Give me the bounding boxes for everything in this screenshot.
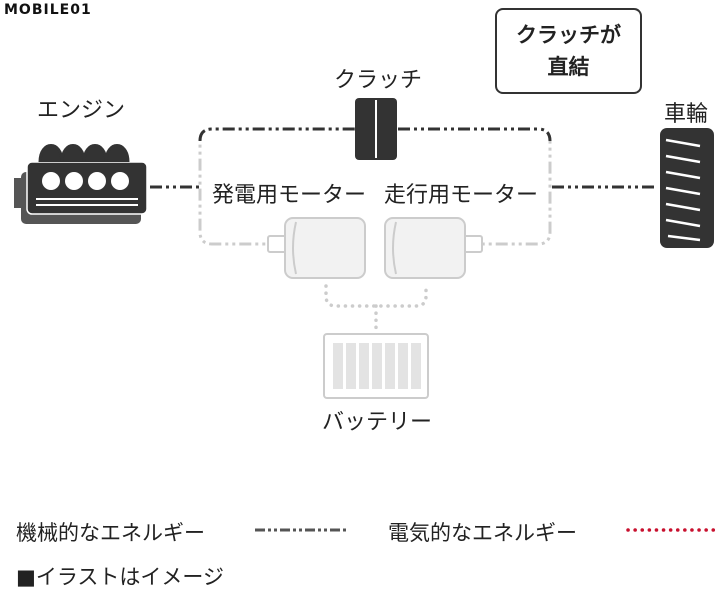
generator-motor-icon [267,217,366,279]
drive-motor-label: 走行用モーター [384,183,539,208]
inactive-electrical-path [324,284,428,332]
engine-label: エンジン [37,98,126,123]
clutch-icon [355,98,397,160]
engine-icon [14,144,148,224]
battery-label: バッテリー [322,410,433,435]
battery-icon [323,333,429,399]
mode-box-line2: 直結 [547,55,590,79]
generator-motor-label: 発電用モーター [212,183,367,208]
wheel-label: 車輪 [664,102,709,127]
mobile01-logo: MOBILE01 [4,2,92,18]
wheel-icon [660,128,714,248]
mode-box: クラッチが 直結 [495,8,642,94]
logo-text: MOBILE01 [4,2,92,18]
legend-mechanical-label: 機械的なエネルギー [16,521,205,545]
legend-electrical-label: 電気的なエネルギー [388,521,577,545]
illustration-note: ■イラストはイメージ [16,565,225,589]
drive-motor-icon [384,217,483,279]
active-mechanical-top [198,127,552,142]
clutch-label: クラッチ [334,68,423,93]
mode-box-line1: クラッチが [516,23,621,47]
